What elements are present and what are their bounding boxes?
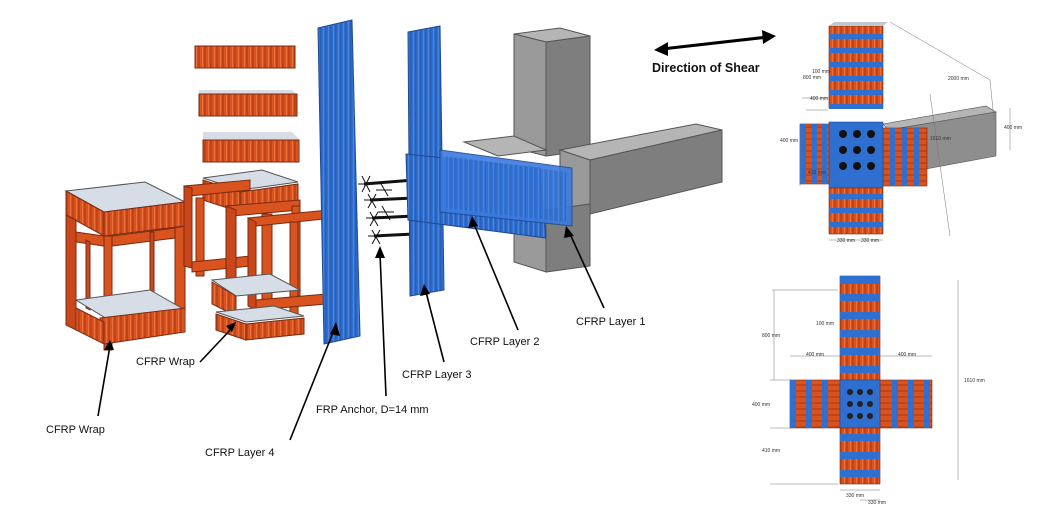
dim-bot-400a: 400 mm [806,352,825,358]
label-cfrp-layer-4: CFRP Layer 4 [205,447,275,459]
dim-bot-330a: 330 mm [846,493,865,499]
direction-of-shear-arrow [654,30,776,56]
dim-top-2000: 2000 mm [948,76,969,82]
dim-bot-800: 800 mm [762,333,781,339]
dim-bot-410: 410 mm [762,448,781,454]
stacked-wrap-bands [194,45,300,163]
dim-top-400b: 400 mm [1004,125,1023,131]
dim-top-800: 800 mm [803,75,822,81]
frp-anchors [358,175,415,245]
dim-bot-400b: 400 mm [898,352,917,358]
dim-bot-100: 100 mm [816,321,835,327]
leader-arrows [97,216,605,441]
label-cfrp-wrap-left: CFRP Wrap [46,424,105,436]
dim-top-100: 100 mm [812,69,831,75]
dim-top-330a: 330 mm [837,238,856,244]
isometric-dimension-drawing [799,21,1011,241]
dim-top-330b: 330 mm [861,238,880,244]
plan-dimension-drawing [770,275,959,501]
dim-top-1610: 1610 mm [930,136,951,142]
label-cfrp-layer-3: CFRP Layer 3 [402,369,472,381]
dim-bot-1610: 1610 mm [964,378,985,384]
label-frp-anchor: FRP Anchor, D=14 mm [316,404,429,416]
cfrp-wrap-cage-middle [183,169,335,341]
label-direction-of-shear: Direction of Shear [652,61,760,75]
label-cfrp-wrap-mid: CFRP Wrap [136,356,195,368]
dim-top-410: 410 mm [808,170,827,176]
dim-bot-400c: 400 mm [752,402,771,408]
cfrp-layer-4-sheet [317,19,361,345]
dim-top-400c: 400 mm [780,138,799,144]
cfrp-wrap-cage-left [64,181,187,351]
label-cfrp-layer-2: CFRP Layer 2 [470,336,540,348]
label-cfrp-layer-1: CFRP Layer 1 [576,316,646,328]
dim-bot-330b: 330 mm [868,500,887,506]
dim-top-400a: 400 mm [810,96,829,102]
